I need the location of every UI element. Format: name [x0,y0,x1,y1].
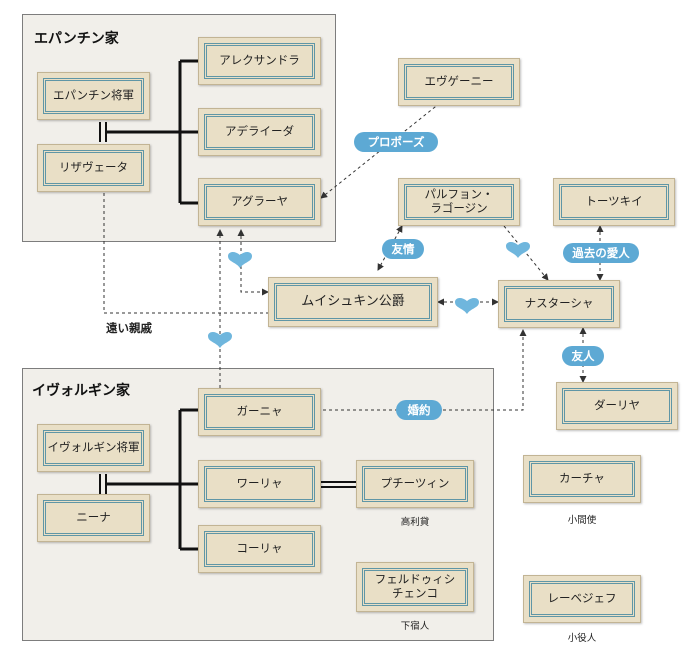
caption-ptitsyn: 高利貸 [400,517,430,528]
evgeny-aglaya-line [320,102,441,199]
ganya-nastasya-line [323,329,527,411]
heart-icon [455,298,479,314]
card-ferdyshchenko: フェルドゥィシ チェンコ [356,562,474,612]
card-label: ムイシュキン公爵 [274,283,432,321]
card-varya: ワーリャ [198,460,321,508]
card-ptitsyn: プチーツィン [356,460,474,508]
card-label: レーベジェフ [529,581,635,617]
aglaya-myshkin-line [237,229,269,296]
card-label: プチーツィン [362,466,468,502]
caption-lebedev: 小役人 [567,633,597,644]
card-adelaida: アデライーダ [198,108,321,156]
card-label: エパンチン将軍 [43,78,144,114]
card-kolya: コーリャ [198,525,321,573]
card-label: カーチャ [529,461,635,497]
card-label: ダーリヤ [562,388,672,424]
card-label: ニーナ [43,500,144,536]
card-label: イヴォルギン将軍 [43,430,144,466]
distant-relative-line [103,193,268,314]
ivolgin-family-title: イヴォルギン家 [32,383,130,399]
pill-friend: 友人 [562,346,604,366]
card-totsky: トーツキイ [553,178,675,226]
card-label: アレクサンドラ [204,43,315,79]
card-label: コーリャ [204,531,315,567]
card-epanchin-general: エパンチン将軍 [37,72,150,120]
pill-friendship: 友情 [382,239,424,259]
caption-ferdyshchenko: 下宿人 [400,621,430,632]
card-label: エヴゲーニー [404,64,514,100]
heart-icon [228,252,252,268]
card-label: アデライーダ [204,114,315,150]
card-lebedev: レーベジェフ [523,575,641,623]
card-aglaya: アグラーヤ [198,178,321,226]
heart-icon [506,242,530,258]
card-darya: ダーリヤ [556,382,678,430]
card-label: ガーニャ [204,394,315,430]
parfyon-nastasya-line [503,225,549,281]
pill-proposal: プロポーズ [354,132,438,152]
card-alexandra: アレクサンドラ [198,37,321,85]
card-label: ナスターシャ [504,286,614,322]
label-distant-relative: 遠い親戚 [106,321,152,335]
card-label: リザヴェータ [43,150,144,186]
pill-engagement: 婚約 [396,400,442,420]
heart-icon [208,332,232,348]
card-parfyon: パルフョン・ ラゴージン [398,178,520,226]
epanchin-family-title: エパンチン家 [34,31,119,47]
card-label: トーツキイ [559,184,669,220]
card-ganya: ガーニャ [198,388,321,436]
pill-past-lover: 過去の愛人 [563,243,639,263]
card-label: フェルドゥィシ チェンコ [362,568,468,606]
card-katya: カーチャ [523,455,641,503]
card-evgeny: エヴゲーニー [398,58,520,106]
card-ivolgin-general: イヴォルギン将軍 [37,424,150,472]
card-label: ワーリャ [204,466,315,502]
card-nastasya: ナスターシャ [498,280,620,328]
caption-katya: 小間使 [567,515,597,526]
card-lizaveta: リザヴェータ [37,144,150,192]
card-label: アグラーヤ [204,184,315,220]
card-nina: ニーナ [37,494,150,542]
card-myshkin: ムイシュキン公爵 [268,277,438,327]
card-label: パルフョン・ ラゴージン [404,184,514,220]
